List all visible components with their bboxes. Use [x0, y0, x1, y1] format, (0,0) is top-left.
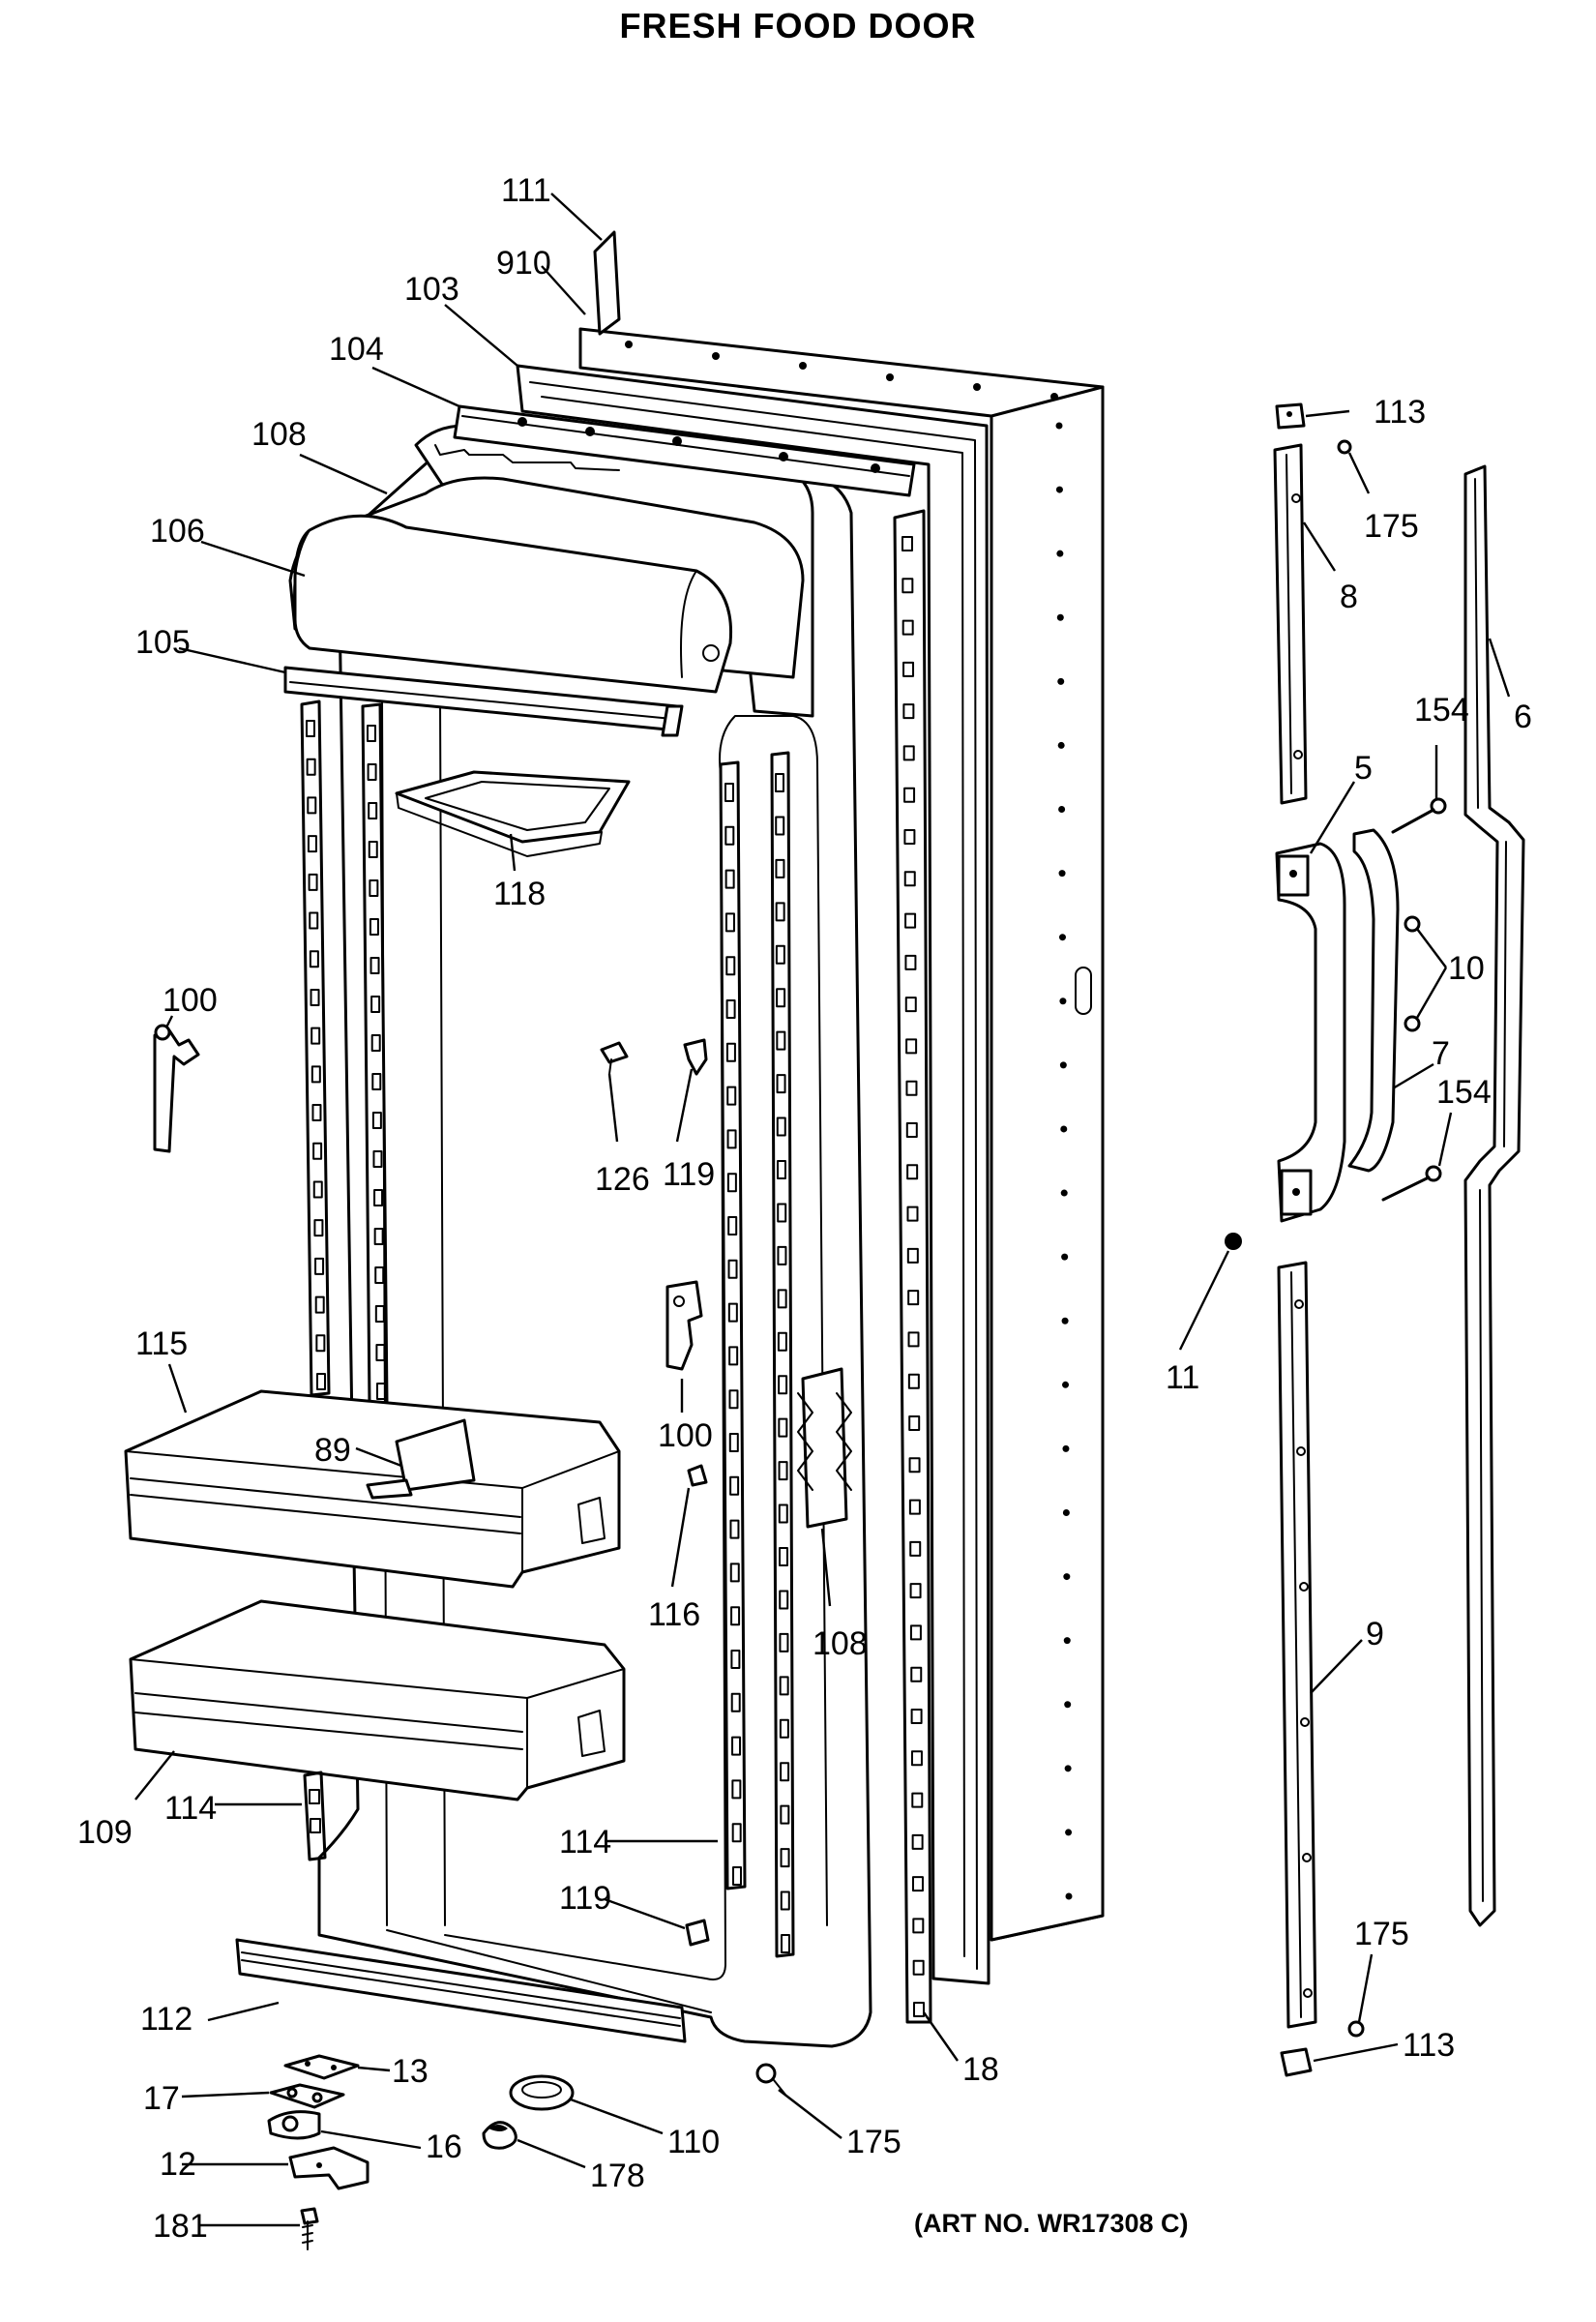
bottom-trim-112: [235, 1938, 687, 2043]
screw-175-top: [1337, 439, 1352, 455]
callout-110: 110: [667, 2124, 720, 2160]
top-cap-strip-111: [593, 230, 621, 336]
handle-trim-9: [1277, 1261, 1317, 2029]
callout-103: 103: [404, 271, 459, 308]
page-title: FRESH FOOD DOOR: [619, 6, 977, 45]
callout-9: 9: [1366, 1616, 1384, 1652]
plug-178: [482, 2121, 517, 2150]
callout-106: 106: [150, 513, 205, 550]
callout-126: 126: [595, 1161, 650, 1198]
callout-181: 181: [153, 2208, 208, 2245]
door-liner-gasket-18: [893, 509, 932, 2024]
leader-lines: [134, 193, 1511, 2227]
clip-116: [687, 1464, 708, 1487]
end-cap-113-top: [1275, 402, 1306, 430]
dairy-hinge-rail-104: [453, 404, 916, 497]
screws-10: [1404, 915, 1421, 1032]
shelf-rail-left: [300, 700, 795, 1958]
callout-115: 115: [135, 1325, 188, 1362]
callout-175-right: 175: [1354, 1916, 1409, 1952]
stop-119-lower: [685, 1919, 710, 1947]
callout-17: 17: [143, 2080, 180, 2117]
callout-112: 112: [140, 2001, 192, 2038]
callout-12: 12: [160, 2146, 196, 2183]
screw-175-right-lower: [1347, 2020, 1365, 2038]
callout-118: 118: [493, 876, 546, 912]
callout-175-bottom: 175: [846, 2124, 901, 2160]
screw-154-lower: [1381, 1165, 1442, 1202]
bearing-16: [267, 2110, 321, 2140]
callout-100-left: 100: [163, 982, 218, 1019]
door-gasket-6: [1463, 464, 1525, 1927]
callout-labels: 111 910 103 104 108 106 105 118 100 126 …: [77, 172, 1532, 2245]
callout-119-upper: 119: [663, 1156, 715, 1193]
callout-910: 910: [496, 245, 551, 282]
callout-108-lower: 108: [813, 1625, 868, 1662]
callout-8: 8: [1340, 579, 1358, 615]
callout-105: 105: [135, 624, 191, 661]
callout-175-top: 175: [1364, 508, 1419, 545]
callout-18: 18: [962, 2051, 999, 2088]
handle-trim-8: [1273, 443, 1308, 805]
cap-110: [509, 2074, 575, 2111]
stop-119-upper: [683, 1038, 708, 1076]
plug-11: [1225, 1233, 1242, 1250]
screw-181: [300, 2207, 319, 2250]
callout-111: 111: [501, 172, 551, 209]
callout-114-left: 114: [164, 1790, 217, 1827]
end-cap-113-bottom: [1280, 2047, 1313, 2077]
shelf-rail-114-lower: [303, 1771, 327, 1861]
shelf-retainer-100-center: [665, 1280, 703, 1371]
callout-109: 109: [77, 1814, 133, 1851]
hinge-plate-13: [283, 2054, 360, 2080]
callout-116: 116: [648, 1596, 700, 1633]
egg-tray-118: [395, 770, 631, 857]
handle-5: [1275, 842, 1346, 1223]
screw-175-bottom: [755, 2063, 786, 2096]
callout-16: 16: [426, 2128, 462, 2165]
callout-13: 13: [392, 2053, 429, 2090]
callout-154-lower: 154: [1436, 1074, 1492, 1111]
callout-89: 89: [314, 1432, 351, 1469]
callout-5: 5: [1354, 750, 1373, 787]
hinge-12: [288, 2146, 369, 2190]
door-bin-109: [129, 1599, 626, 1801]
callout-10: 10: [1448, 950, 1485, 987]
art-number: (ART NO. WR17308 C): [914, 2209, 1189, 2238]
screw-154-upper: [1391, 797, 1447, 834]
callout-7: 7: [1432, 1035, 1450, 1072]
callout-113-bottom: 113: [1403, 2027, 1455, 2064]
dairy-door-106: [283, 476, 805, 737]
hinge-cover-108-lower: [797, 1367, 852, 1529]
callout-154-upper: 154: [1414, 692, 1469, 729]
door-gasket-103: [516, 364, 990, 1985]
callout-100-center: 100: [658, 1417, 713, 1454]
handle-insert-7: [1347, 828, 1400, 1173]
screw-126: [600, 1041, 629, 1075]
outer-door-panel: [578, 327, 1105, 1942]
shelf-retainer-100-left: [153, 1024, 200, 1153]
callout-178: 178: [590, 2158, 645, 2194]
callout-104: 104: [329, 331, 384, 368]
callout-11: 11: [1166, 1359, 1199, 1396]
callout-119-lower: 119: [559, 1880, 611, 1917]
callout-108-upper: 108: [251, 416, 307, 453]
callout-6: 6: [1514, 699, 1532, 735]
callout-113-top: 113: [1374, 394, 1426, 431]
callout-114-right: 114: [559, 1824, 611, 1861]
shim-17: [269, 2083, 345, 2109]
door-bin-115: [124, 1389, 621, 1589]
